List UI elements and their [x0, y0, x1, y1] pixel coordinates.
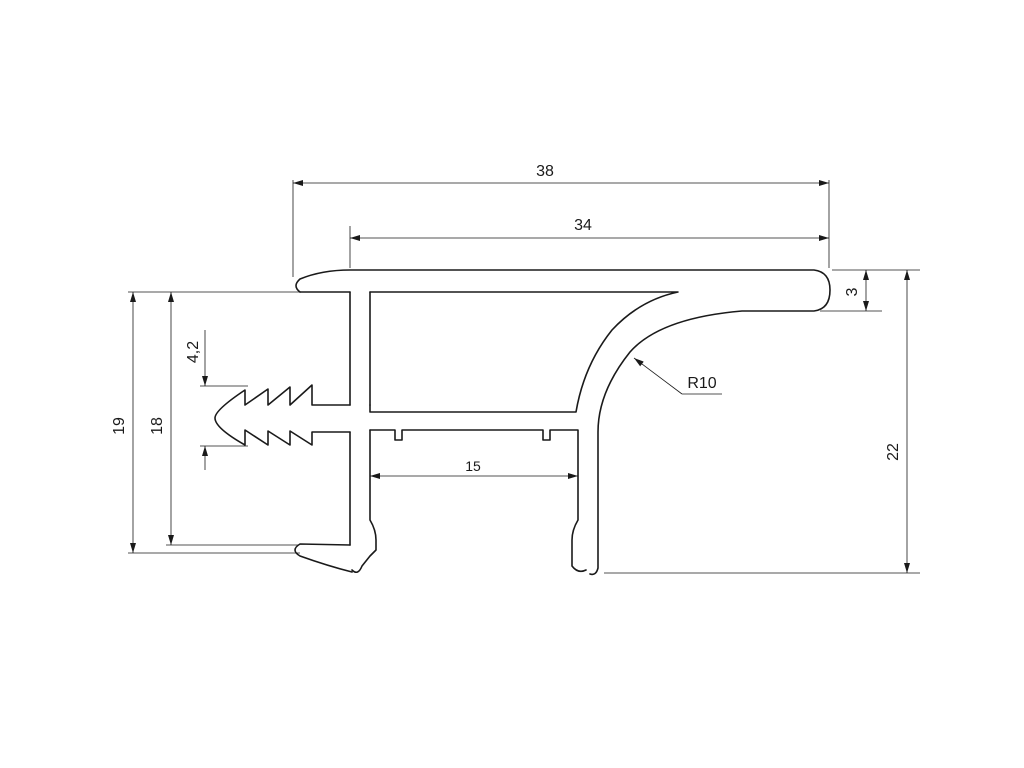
dimension-top-width: 34: [349, 217, 829, 268]
dim-3-label: 3: [844, 287, 861, 296]
dim-r10-label: R10: [687, 375, 716, 392]
dimension-radius: R10: [633, 357, 722, 395]
dim-4-2-label: 4,2: [185, 341, 202, 363]
channel-left-wall: [351, 429, 377, 574]
dimension-overall-height: 22: [604, 269, 920, 574]
dimension-overall-width: 38: [292, 163, 830, 277]
dim-19-label: 19: [111, 417, 128, 435]
dim-38-label: 38: [536, 163, 554, 180]
dim-22-label: 22: [885, 443, 902, 461]
dim-34-label: 34: [574, 217, 592, 234]
dimension-lip-thickness: 3: [820, 269, 882, 312]
dimension-channel-width: 15: [370, 458, 578, 479]
middle-web: [369, 429, 587, 573]
dim-15-label: 15: [465, 458, 481, 474]
dimension-left-height-outer: 19: [111, 291, 300, 554]
bottom-left-hook: [294, 543, 353, 573]
dimension-left-height-inner: 18: [149, 292, 298, 546]
dim-18-label: 18: [149, 417, 166, 435]
barbed-tongue: [214, 384, 351, 446]
top-flange: [295, 269, 831, 576]
inner-chamber: [369, 291, 679, 413]
profile-outline: [214, 269, 831, 576]
dimension-tooth-pitch: 4,2: [185, 330, 248, 470]
